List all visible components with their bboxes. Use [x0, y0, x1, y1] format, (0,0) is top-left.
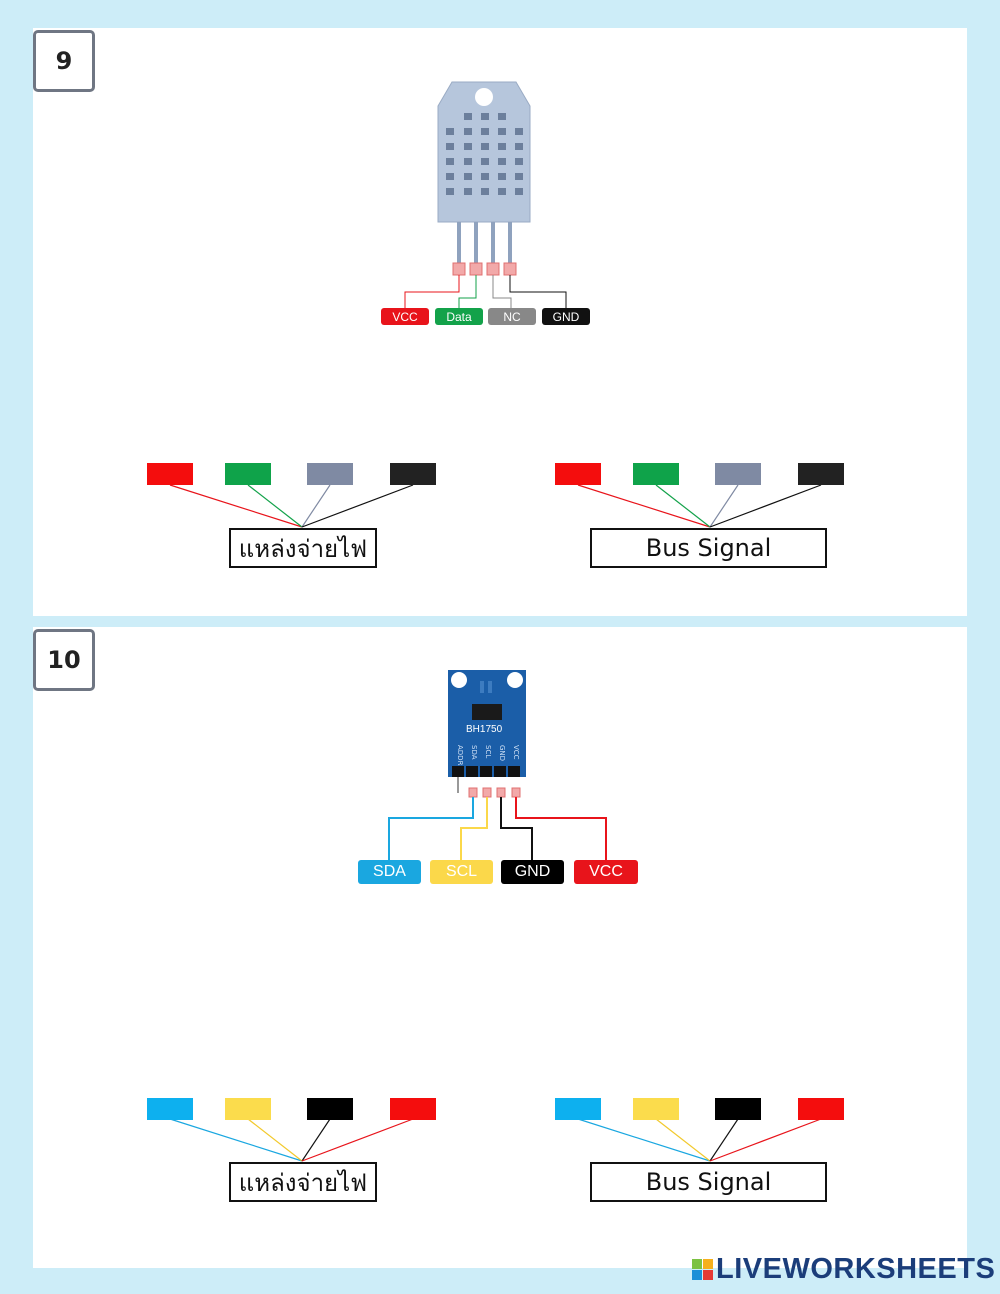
- bh1750-chip-label: BH1750: [466, 724, 503, 735]
- target-power-supply[interactable]: แหล่งจ่ายไฟ: [229, 528, 377, 568]
- drag-wire-black[interactable]: [307, 1098, 353, 1120]
- board-pin-label: SDA: [470, 745, 478, 760]
- drag-wire-red[interactable]: [555, 463, 601, 485]
- bh1750-board-pin-labels: ADDR SDA SCL GND VCC: [452, 745, 520, 765]
- pin-tag-vcc: VCC: [381, 308, 429, 325]
- board-pin-label: ADDR: [456, 745, 464, 766]
- drag-wire-green[interactable]: [633, 463, 679, 485]
- drag-wire-yellow[interactable]: [633, 1098, 679, 1120]
- pin-tag-gnd: GND: [542, 308, 590, 325]
- drag-wire-red[interactable]: [798, 1098, 844, 1120]
- drag-wire-blue[interactable]: [555, 1098, 601, 1120]
- pin-tag-data: Data: [435, 308, 483, 325]
- pin-tag-vcc: VCC: [574, 860, 638, 884]
- question-number: 9: [33, 30, 95, 92]
- logo-tiles-icon: [692, 1259, 713, 1280]
- board-pin-label: GND: [498, 745, 506, 762]
- target-power-supply[interactable]: แหล่งจ่ายไฟ: [229, 1162, 377, 1202]
- drag-wire-blue[interactable]: [147, 1098, 193, 1120]
- drag-wire-gray[interactable]: [307, 463, 353, 485]
- drag-wire-black[interactable]: [798, 463, 844, 485]
- drag-wire-black[interactable]: [715, 1098, 761, 1120]
- drag-wire-green[interactable]: [225, 463, 271, 485]
- pin-tag-sda: SDA: [358, 860, 421, 884]
- liveworksheets-logo: LIVEWORKSHEETS: [692, 1253, 995, 1286]
- pin-tag-nc: NC: [488, 308, 536, 325]
- drag-wire-gray[interactable]: [715, 463, 761, 485]
- target-bus-signal[interactable]: Bus Signal: [590, 528, 827, 568]
- board-pin-label: VCC: [512, 745, 520, 760]
- pin-tag-scl: SCL: [430, 860, 493, 884]
- pin-tag-gnd: GND: [501, 860, 564, 884]
- drag-wire-red[interactable]: [147, 463, 193, 485]
- board-pin-label: SCL: [484, 745, 492, 759]
- drag-wire-red[interactable]: [390, 1098, 436, 1120]
- drag-wire-yellow[interactable]: [225, 1098, 271, 1120]
- drag-wire-black[interactable]: [390, 463, 436, 485]
- target-bus-signal[interactable]: Bus Signal: [590, 1162, 827, 1202]
- question-number: 10: [33, 629, 95, 691]
- logo-text: LIVEWORKSHEETS: [716, 1253, 996, 1285]
